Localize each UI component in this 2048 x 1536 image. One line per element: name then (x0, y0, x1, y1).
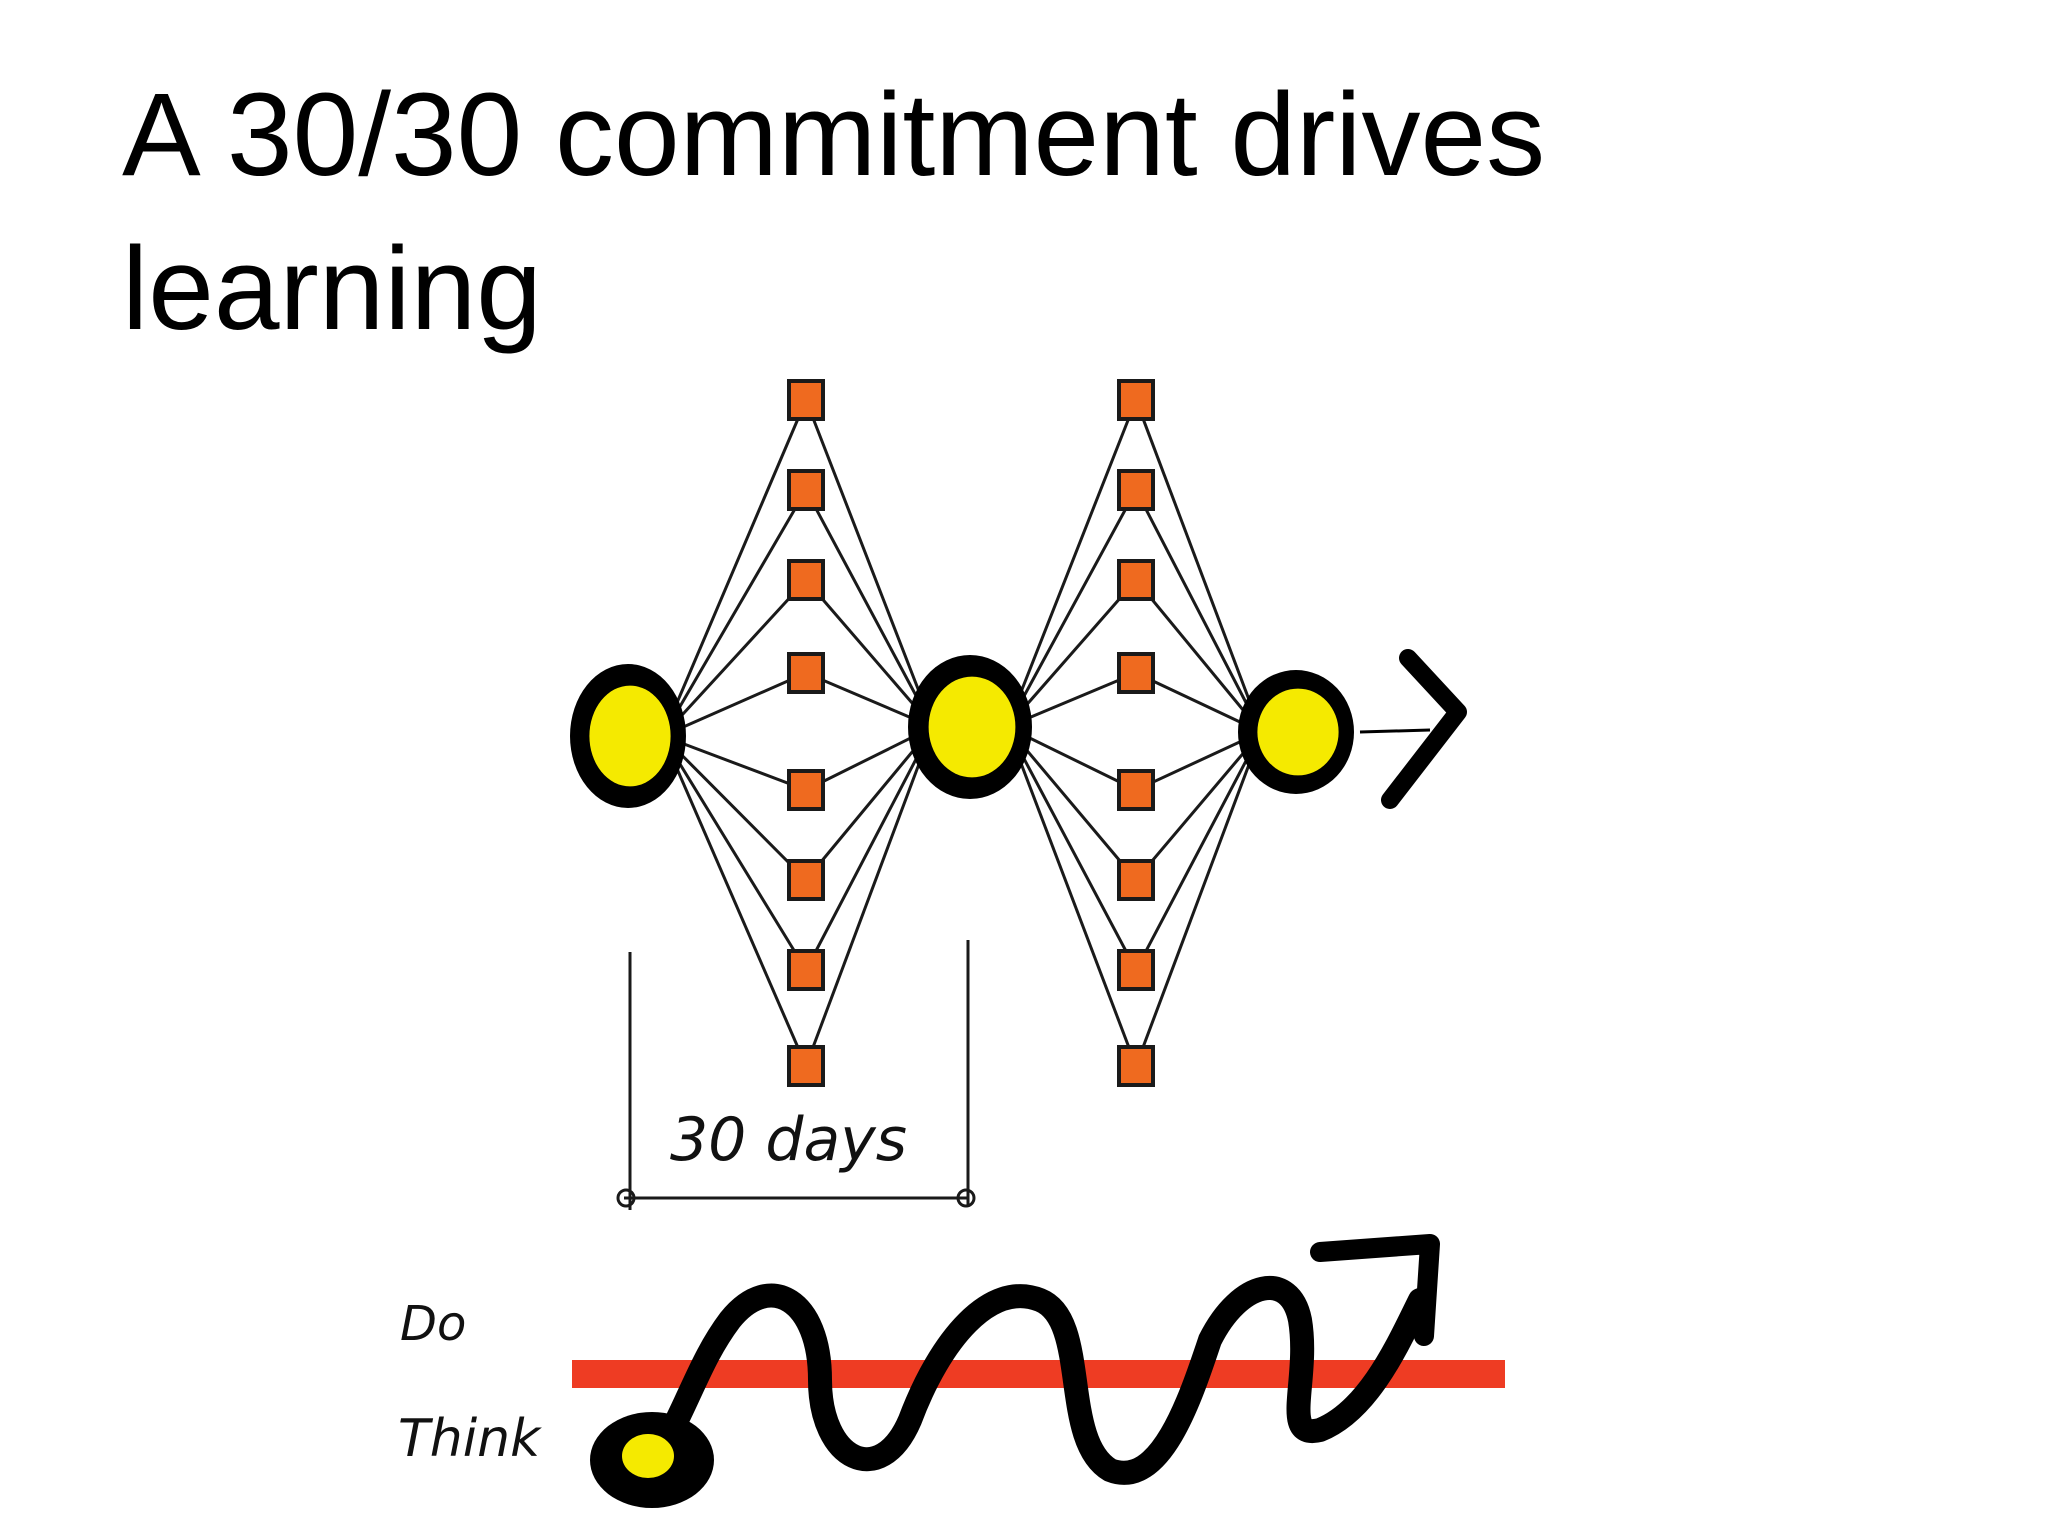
connector-line (661, 735, 808, 1067)
connector-line (661, 578, 808, 738)
activity-step (1117, 379, 1155, 421)
connector-line (1005, 399, 1138, 728)
activity-step (787, 379, 825, 421)
connector-line (1134, 579, 1263, 733)
activity-step (1117, 469, 1155, 511)
activity-step (787, 469, 825, 511)
connector-line (1006, 726, 1138, 881)
checkpoint (908, 655, 1032, 799)
connector-line (661, 734, 808, 882)
activity-step (787, 769, 825, 811)
connector-line (804, 726, 935, 971)
connector-line (804, 489, 935, 728)
activity-step (787, 652, 825, 694)
connector-line (1134, 399, 1263, 733)
connector-line (804, 726, 935, 1067)
activity-step (1117, 769, 1155, 811)
connector-line (1134, 731, 1263, 881)
connector-line (661, 735, 808, 971)
activity-step (1117, 1045, 1155, 1087)
checkpoint (1238, 670, 1354, 794)
connector-line (1005, 489, 1138, 728)
checkpoints (570, 655, 1354, 808)
connector-lines (661, 399, 1263, 1067)
slide-title: A 30/30 commitment drives learning (122, 69, 1546, 355)
checkpoint (570, 664, 686, 808)
activity-step (1117, 949, 1155, 991)
activity-step (1117, 859, 1155, 901)
activity-step (787, 1045, 825, 1087)
connector-line (1134, 731, 1263, 1067)
connector-line (661, 399, 808, 737)
connector-line (804, 579, 934, 728)
connector-line (804, 726, 934, 881)
connector-line (1005, 726, 1138, 971)
activity-step (787, 949, 825, 991)
duration-label: 30 days (670, 1105, 907, 1175)
activity-step (1117, 559, 1155, 601)
learning-start-dot (590, 1412, 714, 1508)
duration-bracket (616, 940, 976, 1210)
forward-arrow-icon (1359, 649, 1467, 809)
activity-steps (787, 379, 1155, 1087)
activity-step (787, 559, 825, 601)
connector-line (1006, 579, 1138, 728)
do-label: Do (400, 1296, 466, 1352)
connector-line (662, 671, 807, 738)
activity-step (1117, 652, 1155, 694)
think-label: Think (398, 1409, 542, 1469)
connector-line (804, 399, 935, 728)
connector-line (1134, 489, 1263, 733)
connector-line (1005, 726, 1138, 1067)
learning-path (648, 1276, 1432, 1485)
activity-step (787, 859, 825, 901)
learning-path-arrow-icon (1310, 1234, 1440, 1346)
connector-line (662, 734, 807, 792)
connector-line (661, 489, 808, 737)
connector-line (1134, 731, 1263, 971)
